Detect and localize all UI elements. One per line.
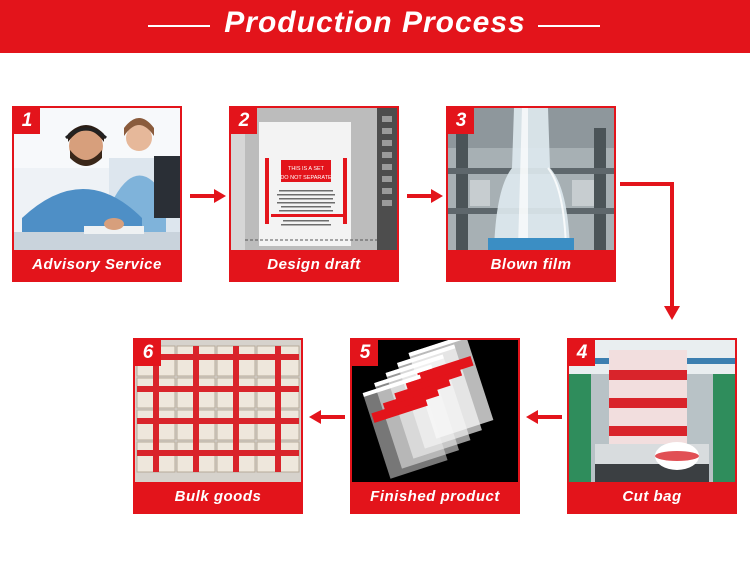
step-number: 5 xyxy=(352,340,378,366)
arrow-4-to-5 xyxy=(526,410,562,424)
step-label: Blown film xyxy=(448,250,614,280)
step-number: 1 xyxy=(14,108,40,134)
banner-rule-right xyxy=(538,25,600,27)
arrow-1-to-2 xyxy=(190,189,226,203)
finished-product-photo xyxy=(352,340,518,482)
step-advisory-service: 1 Advisory Service xyxy=(12,106,182,282)
sheet-line-2: DO NOT SEPARATE xyxy=(280,175,332,181)
cut-bag-photo xyxy=(569,340,735,482)
step-design-draft: THIS IS A SET DO NOT SEPARATE 2 Design d… xyxy=(229,106,399,282)
banner-rule-left xyxy=(148,25,210,27)
step-blown-film: 3 Blown film xyxy=(446,106,616,282)
step-number: 6 xyxy=(135,340,161,366)
arrow-2-to-3 xyxy=(407,189,443,203)
step-finished-product: 5 Finished product xyxy=(350,338,520,514)
header-banner: Production Process xyxy=(0,0,750,53)
design-draft-screenshot: THIS IS A SET DO NOT SEPARATE xyxy=(231,108,397,250)
step-number: 2 xyxy=(231,108,257,134)
arrow-3-to-4 xyxy=(620,182,680,320)
step-bulk-goods: 6 Bulk goods xyxy=(133,338,303,514)
bulk-goods-photo xyxy=(135,340,301,482)
step-number: 4 xyxy=(569,340,595,366)
step-label: Advisory Service xyxy=(14,250,180,280)
step-number: 3 xyxy=(448,108,474,134)
sheet-line-1: THIS IS A SET xyxy=(288,166,325,172)
page-title: Production Process xyxy=(224,6,526,39)
step-label: Finished product xyxy=(352,482,518,512)
advisory-photo xyxy=(14,108,180,250)
step-label: Cut bag xyxy=(569,482,735,512)
step-label: Design draft xyxy=(231,250,397,280)
step-label: Bulk goods xyxy=(135,482,301,512)
step-cut-bag: 4 Cut bag xyxy=(567,338,737,514)
arrow-5-to-6 xyxy=(309,410,345,424)
blown-film-photo xyxy=(448,108,614,250)
